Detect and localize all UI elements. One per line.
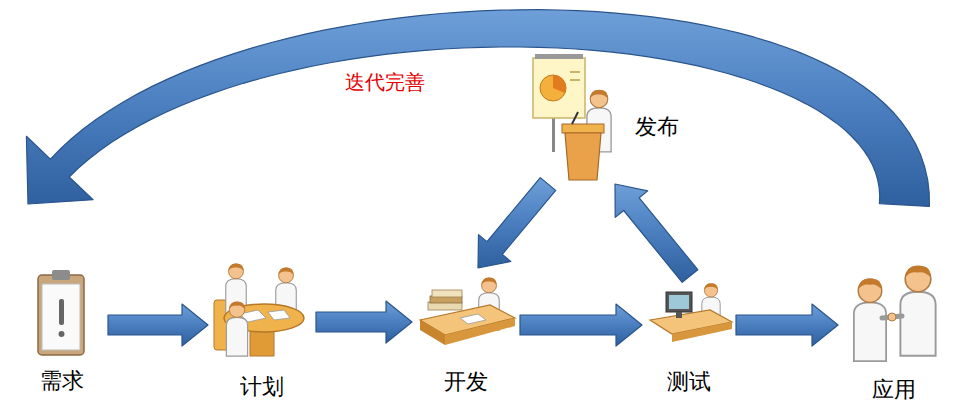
icon-node: 应用	[842, 260, 946, 407]
tester-icon	[650, 284, 732, 342]
node-label: 测试	[646, 369, 732, 395]
presenter-icon	[533, 54, 611, 180]
icon-node: 发布	[530, 52, 683, 180]
block-arrow	[615, 184, 698, 282]
block-arrow	[108, 304, 208, 346]
block-arrow	[520, 304, 642, 346]
block-arrow	[316, 301, 412, 343]
node-label: 计划	[212, 374, 312, 400]
node-label: 需求	[20, 368, 104, 394]
node-label: 发布	[635, 114, 679, 140]
edge-label: 迭代完善	[345, 70, 425, 94]
meeting-icon	[214, 264, 304, 356]
icon-node: 测试	[646, 280, 732, 399]
developer-icon	[420, 278, 515, 345]
clipboard-icon	[38, 270, 84, 355]
handshake-icon	[854, 266, 936, 361]
block-arrow	[478, 178, 556, 268]
node-label: 应用	[842, 377, 946, 403]
icon-node: 需求	[20, 266, 104, 398]
block-arrow	[26, 10, 929, 207]
block-arrow	[736, 304, 838, 346]
icon-node: 开发	[416, 272, 516, 399]
node-label: 开发	[416, 369, 516, 395]
icon-node: 计划	[212, 258, 312, 404]
